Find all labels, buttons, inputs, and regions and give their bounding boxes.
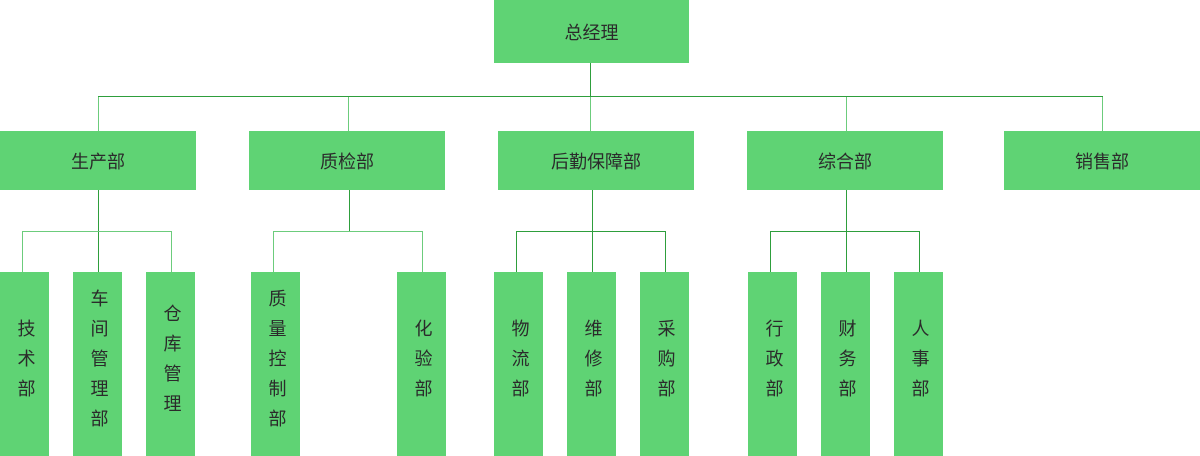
connector-dept2-child1 (273, 231, 274, 272)
connector-dept1-child3 (171, 231, 172, 272)
node-label: 总经理 (564, 22, 619, 44)
connector-dept4-bar (770, 231, 920, 232)
connector-dept4-child3 (919, 231, 920, 272)
node-label: 采购部 (654, 319, 676, 409)
node-label: 后勤保障部 (551, 151, 641, 173)
connector-dept1-child1 (22, 231, 23, 272)
connector-dept-4 (846, 97, 847, 131)
connector-dept-1 (98, 97, 99, 131)
node-general-manager: 总经理 (494, 0, 689, 63)
node-sub: 物流部 (494, 272, 543, 456)
node-label: 综合部 (818, 151, 872, 173)
node-label: 行政部 (762, 319, 784, 409)
node-label: 生产部 (71, 151, 125, 173)
node-label: 质量控制部 (265, 289, 287, 439)
node-sub: 仓库管理 (146, 272, 195, 456)
node-production-dept: 生产部 (0, 131, 196, 190)
node-sub: 人事部 (894, 272, 943, 456)
node-sub: 财务部 (821, 272, 870, 456)
connector-dept-3 (590, 97, 591, 131)
node-general-affairs-dept: 综合部 (747, 131, 943, 190)
node-label: 维修部 (581, 319, 603, 409)
node-quality-dept: 质检部 (249, 131, 445, 190)
node-logistics-dept: 后勤保障部 (498, 131, 694, 190)
node-sub: 质量控制部 (251, 272, 300, 456)
connector-dept1-bar (22, 231, 172, 232)
node-label: 物流部 (508, 319, 530, 409)
connector-dept2-child2 (422, 231, 423, 272)
node-label: 财务部 (835, 319, 857, 409)
node-sub: 化验部 (397, 272, 446, 456)
connector-dept3-bar (516, 231, 666, 232)
node-sub: 车间管理部 (73, 272, 122, 456)
node-label: 车间管理部 (87, 289, 109, 439)
node-sub: 维修部 (567, 272, 616, 456)
connector-level1-bar (98, 96, 1103, 97)
node-label: 销售部 (1075, 151, 1129, 173)
connector-root-down (590, 63, 591, 97)
connector-dept-2 (348, 97, 349, 131)
connector-dept3-child3 (665, 231, 666, 272)
node-sales-dept: 销售部 (1004, 131, 1200, 190)
connector-dept2-bar (273, 231, 423, 232)
node-label: 仓库管理 (160, 304, 182, 424)
node-sub: 采购部 (640, 272, 689, 456)
node-label: 化验部 (411, 319, 433, 409)
node-sub: 技术部 (0, 272, 49, 456)
connector-dept2-down (349, 190, 350, 231)
connector-dept-5 (1102, 97, 1103, 131)
node-sub: 行政部 (748, 272, 797, 456)
node-label: 人事部 (908, 319, 930, 409)
connector-dept4-child1 (770, 231, 771, 272)
node-label: 技术部 (14, 319, 36, 409)
node-label: 质检部 (320, 151, 374, 173)
connector-dept3-child1 (516, 231, 517, 272)
